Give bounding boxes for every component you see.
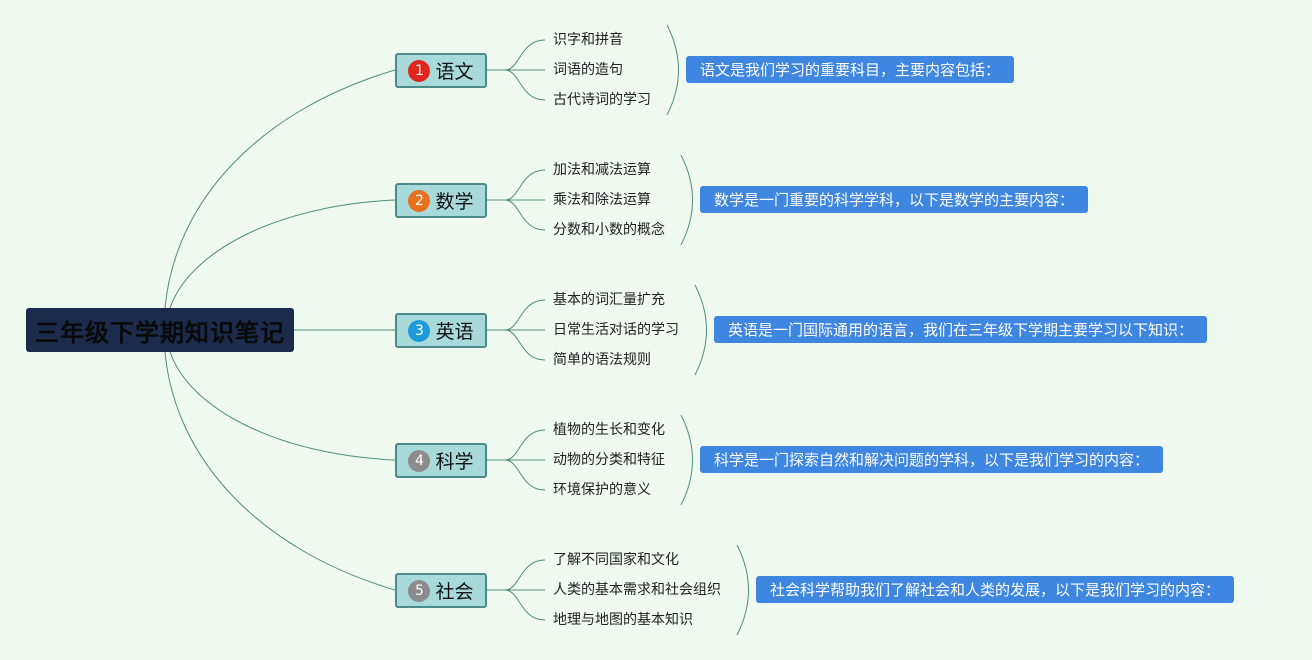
bracket-topic-4 bbox=[680, 414, 693, 506]
bracket-topic-3 bbox=[694, 284, 707, 376]
subtopic-item[interactable]: 环境保护的意义 bbox=[553, 482, 651, 498]
number-badge-icon: 3 bbox=[408, 319, 431, 342]
subtopic-item[interactable]: 了解不同国家和文化 bbox=[553, 552, 679, 568]
bracket-topic-5 bbox=[736, 544, 749, 636]
connector-topic-4-item-1 bbox=[487, 429, 546, 461]
subtopic-item[interactable]: 古代诗词的学习 bbox=[553, 92, 651, 108]
topic-node-2[interactable]: 2 数学 bbox=[395, 183, 487, 218]
subtopic-item[interactable]: 分数和小数的概念 bbox=[553, 222, 665, 238]
connector-topic-5-item-1 bbox=[487, 559, 546, 591]
subtopic-item[interactable]: 动物的分类和特征 bbox=[553, 452, 665, 468]
topic-label: 语文 bbox=[435, 61, 474, 83]
subtopic-item[interactable]: 简单的语法规则 bbox=[553, 352, 651, 368]
summary-note[interactable]: 数学是一门重要的科学学科，以下是数学的主要内容： bbox=[700, 186, 1089, 213]
connector-topic-1-item-1 bbox=[487, 39, 546, 71]
root-title: 三年级下学期知识笔记 bbox=[35, 318, 285, 347]
root-node[interactable]: 三年级下学期知识笔记 bbox=[26, 308, 294, 352]
summary-note[interactable]: 英语是一门国际通用的语言，我们在三年级下学期主要学习以下知识： bbox=[714, 316, 1208, 343]
bracket-topic-2 bbox=[680, 154, 693, 246]
topic-label: 英语 bbox=[435, 321, 474, 343]
bracket-topic-1 bbox=[666, 24, 679, 116]
subtopic-item[interactable]: 加法和减法运算 bbox=[553, 162, 651, 178]
connector-topic-3-item-3 bbox=[504, 329, 546, 361]
subtopic-item[interactable]: 日常生活对话的学习 bbox=[553, 322, 679, 338]
subtopic-item[interactable]: 植物的生长和变化 bbox=[553, 422, 665, 438]
summary-note[interactable]: 语文是我们学习的重要科目，主要内容包括： bbox=[686, 56, 1015, 83]
number-badge-icon: 5 bbox=[408, 579, 431, 602]
summary-note[interactable]: 社会科学帮助我们了解社会和人类的发展，以下是我们学习的内容： bbox=[756, 576, 1235, 603]
subtopic-item[interactable]: 词语的造句 bbox=[553, 62, 623, 78]
connector-topic-2-item-1 bbox=[487, 169, 546, 201]
subtopic-item[interactable]: 识字和拼音 bbox=[553, 32, 623, 48]
summary-note[interactable]: 科学是一门探索自然和解决问题的学科，以下是我们学习的内容： bbox=[700, 446, 1164, 473]
connector-topic-2-item-3 bbox=[504, 199, 546, 231]
topic-node-1[interactable]: 1 语文 bbox=[395, 53, 487, 88]
connector-topic-4-item-3 bbox=[504, 459, 546, 491]
connector-topic-1-item-3 bbox=[504, 69, 546, 101]
number-badge-icon: 1 bbox=[408, 59, 431, 82]
topic-node-3[interactable]: 3 英语 bbox=[395, 313, 487, 348]
subtopic-item[interactable]: 乘法和除法运算 bbox=[553, 192, 651, 208]
subtopic-item[interactable]: 地理与地图的基本知识 bbox=[553, 612, 693, 628]
topic-label: 科学 bbox=[435, 451, 474, 473]
number-badge-icon: 2 bbox=[408, 189, 431, 212]
subtopic-item[interactable]: 基本的词汇量扩充 bbox=[553, 292, 665, 308]
connector-topic-3-item-1 bbox=[487, 299, 546, 331]
topic-node-4[interactable]: 4 科学 bbox=[395, 443, 487, 478]
subtopic-item[interactable]: 人类的基本需求和社会组织 bbox=[553, 582, 721, 598]
connector-root-topic-4 bbox=[169, 351, 396, 461]
topic-label: 数学 bbox=[435, 191, 474, 213]
connector-root-topic-1 bbox=[164, 69, 396, 309]
connector-root-topic-2 bbox=[169, 199, 396, 309]
topic-label: 社会 bbox=[435, 581, 474, 603]
topic-node-5[interactable]: 5 社会 bbox=[395, 573, 487, 608]
connector-root-topic-5 bbox=[164, 351, 396, 591]
connector-topic-5-item-3 bbox=[504, 589, 546, 621]
number-badge-icon: 4 bbox=[408, 449, 431, 472]
